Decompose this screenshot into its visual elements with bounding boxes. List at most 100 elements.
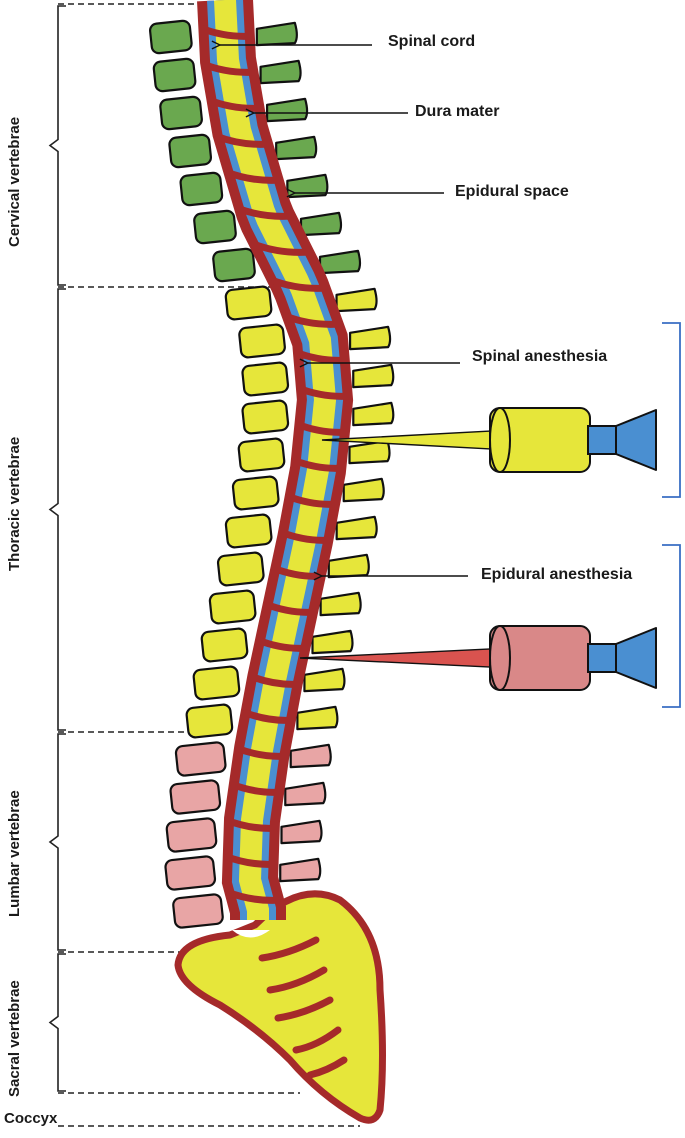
dura-band <box>235 744 288 760</box>
sacral-segment-0 <box>258 936 320 962</box>
dura-band <box>285 492 338 508</box>
dura-band <box>264 600 316 616</box>
sacral-segment-1 <box>266 966 328 994</box>
label-epidural-space: Epidural space <box>455 183 569 200</box>
vertebra-body <box>231 475 280 511</box>
dura-band <box>279 528 332 544</box>
vertebra-body <box>216 551 265 587</box>
dura-band <box>214 132 271 148</box>
arrow-spinal-anesthesia-head <box>299 358 310 368</box>
arrow-dura-mater-head <box>245 108 256 118</box>
bracket-spinal-anesthesia <box>662 322 681 498</box>
syringe-flange <box>615 627 657 689</box>
label-cervical-vertebrae: Cervical vertebrae <box>6 116 23 247</box>
vertebra-body <box>241 361 290 397</box>
label-epidural-anesthesia: Epidural anesthesia <box>481 566 633 583</box>
vertebra-process <box>352 363 395 389</box>
vertebra-process <box>265 97 309 123</box>
syringe-flange <box>615 409 657 471</box>
dura-band <box>207 96 263 112</box>
dura-band <box>199 24 254 40</box>
vertebra-process <box>296 705 339 731</box>
dura-band <box>225 168 281 184</box>
bracket-thoracic <box>48 288 66 731</box>
vertebra-process <box>348 325 392 351</box>
dura-band <box>271 564 324 580</box>
dura-band <box>224 816 279 832</box>
label-spinal-cord: Spinal cord <box>388 33 476 50</box>
vertebra-body <box>237 437 286 473</box>
dura-band <box>295 420 349 436</box>
vertebra-process <box>299 211 343 237</box>
vertebra-body <box>208 589 257 625</box>
syringe-hub <box>587 425 617 455</box>
sacral-segment-2 <box>274 996 334 1022</box>
dura-band <box>241 708 294 724</box>
vertebra-body <box>179 171 224 207</box>
vertebra-body <box>193 209 237 245</box>
arrow-epidural-anesthesia-head <box>313 571 324 581</box>
vertebra-process <box>275 135 318 161</box>
syringe-end <box>489 407 511 473</box>
vertebra-body <box>200 627 249 663</box>
arrow-spinal-cord-head <box>211 40 222 50</box>
vertebra-process <box>352 401 395 427</box>
vertebra-body <box>165 817 218 853</box>
dura-band <box>223 852 277 868</box>
vertebra-process <box>284 781 327 807</box>
vertebra-process <box>327 553 370 579</box>
vertebra-body <box>192 665 241 701</box>
vertebra-body <box>159 95 203 131</box>
vertebra-process <box>348 439 391 465</box>
vertebra-body <box>238 323 286 359</box>
spinal-needle <box>321 407 657 473</box>
vertebra-process <box>289 743 332 769</box>
vertebra-body <box>164 855 217 891</box>
vertebra-process <box>318 249 362 275</box>
dura-band <box>256 636 309 652</box>
dura-band <box>291 456 345 472</box>
sacral-segment-4 <box>306 1056 348 1079</box>
bracket-lumbar <box>48 733 66 951</box>
syringe-end <box>489 625 511 691</box>
vertebra-process <box>335 515 378 541</box>
label-thoracic-vertebrae: Thoracic vertebrae <box>6 436 23 571</box>
vertebra-process <box>286 173 329 199</box>
vertebra-body <box>185 703 234 739</box>
label-sacral-vertebrae: Sacral vertebrae <box>6 980 23 1097</box>
vertebra-body <box>149 19 193 55</box>
vertebra-body <box>241 399 290 435</box>
dura-band <box>293 348 348 364</box>
dura-band <box>248 672 301 688</box>
vertebra-body <box>224 513 273 549</box>
vertebra-body <box>212 247 256 283</box>
dura-band <box>270 276 328 292</box>
vertebra-process <box>335 287 378 313</box>
dura-band <box>229 780 283 796</box>
bracket-sacral <box>48 953 66 1092</box>
syringe-hub <box>587 643 617 673</box>
bracket-cervical <box>48 5 66 286</box>
vertebra-body <box>169 779 222 815</box>
label-lumbar-vertebrae: Lumbar vertebrae <box>6 790 23 917</box>
label-dura-mater: Dura mater <box>415 103 500 120</box>
label-coccyx: Coccyx <box>4 1110 58 1127</box>
bracket-epidural-anesthesia <box>662 544 681 708</box>
vertebra-process <box>255 21 298 47</box>
dura-band <box>252 240 310 256</box>
vertebra-process <box>311 629 354 655</box>
vertebra-body <box>174 741 227 777</box>
dura-band <box>296 384 351 400</box>
vertebra-process <box>303 667 346 693</box>
dura-band <box>225 888 282 904</box>
vertebra-process <box>280 819 323 845</box>
vertebra-process <box>279 857 322 883</box>
dura-band <box>235 204 292 220</box>
vertebra-process <box>319 591 362 617</box>
arrow-epidural-space-head <box>286 188 297 198</box>
sacral-segment-3 <box>292 1026 342 1054</box>
sacrum <box>174 890 386 1124</box>
vertebra-process <box>342 477 385 503</box>
